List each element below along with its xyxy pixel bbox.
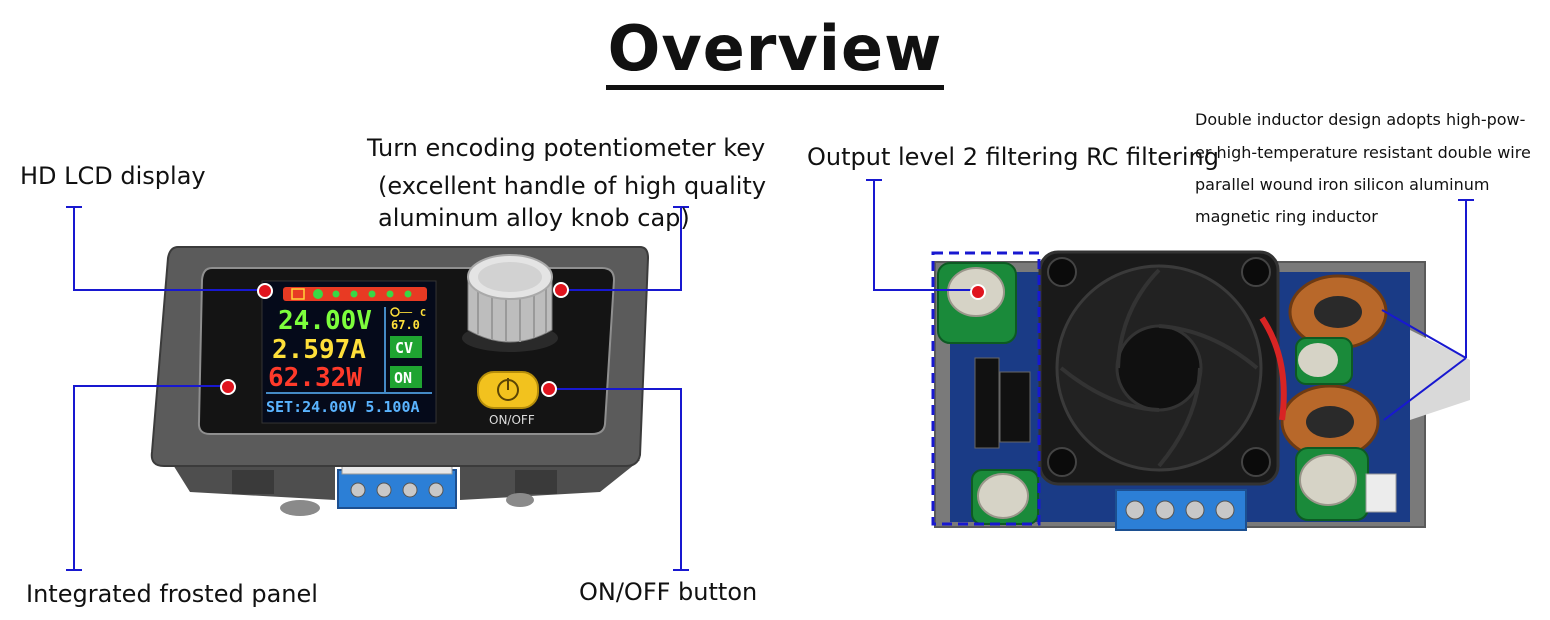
key-icon (390, 307, 400, 317)
current-readout: 2.597A (272, 335, 366, 365)
label-knob-2: (excellent handle of high quality (378, 172, 767, 200)
label-inductor-1: Double inductor design adopts high-pow- (1195, 110, 1526, 129)
voltage-readout: 24.00V (278, 306, 372, 336)
power-supply-board-photo (931, 250, 1470, 531)
label-filter: Output level 2 filtering RC filtering (807, 143, 1219, 171)
svg-text:──: ── (399, 308, 413, 319)
callout-markers (220, 282, 986, 397)
callout-lines (66, 179, 1474, 571)
label-inductor-2: er high-temperature resistant double wir… (1195, 143, 1531, 162)
power-supply-front-photo: 24.00V 2.597A 62.32W ── C 67.0 CV ON SET… (150, 246, 650, 516)
label-onoff: ON/OFF button (579, 578, 758, 606)
set-readout: SET:24.00V 5.100A (266, 398, 420, 416)
label-inductor-3: parallel wound iron silicon aluminum (1195, 175, 1490, 194)
label-panel: Integrated frosted panel (26, 580, 318, 608)
page-title: Overview (0, 12, 1550, 90)
state-text: ON (394, 369, 412, 387)
onoff-button-label: ON/OFF (489, 413, 535, 427)
label-knob-3: aluminum alloy knob cap) (378, 204, 690, 232)
state-badge (390, 366, 422, 388)
filter-highlight-box (931, 251, 1041, 526)
power-readout: 62.32W (268, 363, 362, 393)
mode-badge (390, 336, 422, 358)
label-inductor-4: magnetic ring inductor (1195, 207, 1378, 226)
mode-text: CV (395, 339, 413, 357)
label-lcd: HD LCD display (20, 162, 206, 190)
temp-unit: C (420, 308, 426, 319)
label-knob-1: Turn encoding potentiometer key (367, 134, 766, 162)
temp-readout: 67.0 (391, 318, 420, 332)
